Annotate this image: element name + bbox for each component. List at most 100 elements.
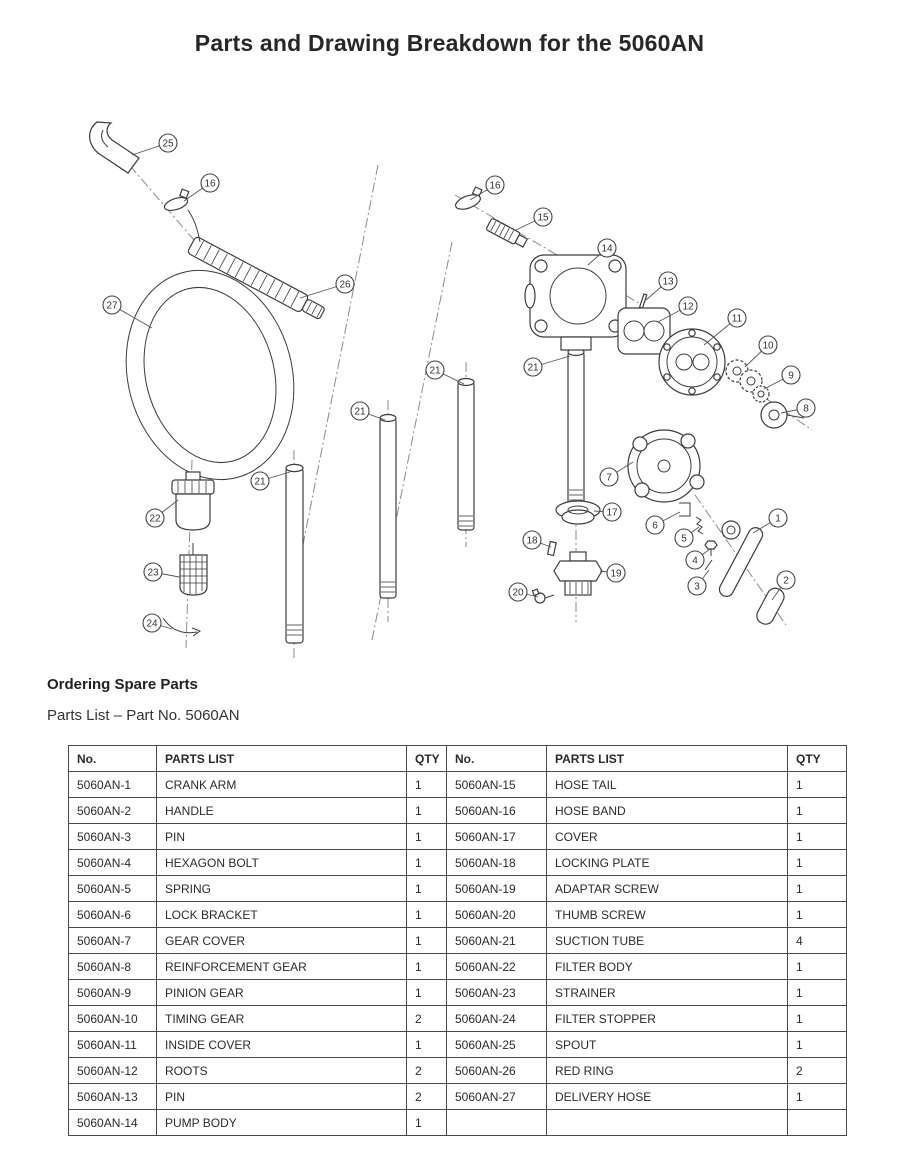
gear-cover-part bbox=[627, 429, 705, 503]
table-cell: RED RING bbox=[546, 1057, 788, 1084]
callout-number: 13 bbox=[662, 277, 674, 288]
delivery-hose-loop-part bbox=[125, 269, 295, 481]
hexagon-bolt-part bbox=[704, 540, 718, 556]
callout-number: 21 bbox=[429, 366, 441, 377]
callout-bubble bbox=[776, 570, 796, 590]
table-cell: 1 bbox=[406, 979, 447, 1006]
callout-bubble bbox=[335, 274, 355, 294]
table-cell: 1 bbox=[787, 953, 847, 980]
table-cell: 5060AN-13 bbox=[68, 1083, 157, 1110]
callout-bubble bbox=[658, 271, 678, 291]
callout-bubble bbox=[768, 508, 788, 528]
callout-21: 21 bbox=[425, 360, 445, 380]
callout-number: 5 bbox=[681, 534, 687, 545]
cover-part bbox=[555, 500, 601, 525]
table-cell: 5060AN-16 bbox=[446, 797, 547, 824]
hose-band-right-part bbox=[455, 186, 483, 210]
callout-bubble bbox=[142, 613, 162, 633]
callout-bubble bbox=[143, 562, 163, 582]
table-cell bbox=[446, 1109, 547, 1136]
table-cell: 5060AN-15 bbox=[446, 771, 547, 798]
callout-19: 19 bbox=[606, 563, 626, 583]
callout-bubble bbox=[796, 398, 816, 418]
callout-11: 11 bbox=[727, 308, 747, 328]
callout-bubble bbox=[200, 173, 220, 193]
callout-23: 23 bbox=[143, 562, 163, 582]
table-cell: 5060AN-14 bbox=[68, 1109, 157, 1136]
suction-tube-a-part bbox=[285, 463, 304, 644]
callout-number: 27 bbox=[106, 301, 118, 312]
table-cell: 5060AN-2 bbox=[68, 797, 157, 824]
callout-number: 22 bbox=[149, 514, 161, 525]
table-cell: 5060AN-8 bbox=[68, 953, 157, 980]
lock-bracket-part bbox=[679, 502, 691, 517]
table-cell: HOSE TAIL bbox=[546, 771, 788, 798]
callout-bubble bbox=[645, 515, 665, 535]
callout-number: 14 bbox=[601, 244, 613, 255]
header-no-left: No. bbox=[68, 745, 157, 772]
table-cell: HOSE BAND bbox=[546, 797, 788, 824]
callout-bubble bbox=[522, 530, 542, 550]
table-cell: 1 bbox=[787, 1083, 847, 1110]
table-cell: 4 bbox=[787, 927, 847, 954]
callout-bubble bbox=[145, 508, 165, 528]
header-qty-right: QTY bbox=[787, 745, 847, 772]
callout-number: 3 bbox=[694, 582, 700, 593]
suction-tube-c-part bbox=[457, 377, 475, 531]
table-cell: 5060AN-12 bbox=[68, 1057, 157, 1084]
table-cell: THUMB SCREW bbox=[546, 901, 788, 928]
callout-1: 1 bbox=[768, 508, 788, 528]
table-cell: 5060AN-27 bbox=[446, 1083, 547, 1110]
table-cell: 1 bbox=[787, 797, 847, 824]
table-cell: 2 bbox=[787, 1057, 847, 1084]
table-cell: 1 bbox=[787, 1031, 847, 1058]
table-cell: 5060AN-19 bbox=[446, 875, 547, 902]
callout-number: 19 bbox=[610, 569, 622, 580]
table-cell: CRANK ARM bbox=[156, 771, 407, 798]
callout-bubble bbox=[599, 467, 619, 487]
callout-bubble bbox=[727, 308, 747, 328]
parts-list-subheading: Parts List – Part No. 5060AN bbox=[47, 707, 240, 724]
callout-bubble bbox=[485, 175, 505, 195]
table-cell bbox=[787, 1109, 847, 1136]
callout-13: 13 bbox=[658, 271, 678, 291]
table-cell: 1 bbox=[406, 927, 447, 954]
table-cell: 5060AN-1 bbox=[68, 771, 157, 798]
callout-26: 26 bbox=[335, 274, 355, 294]
callout-number: 18 bbox=[526, 536, 538, 547]
table-cell: PIN bbox=[156, 823, 407, 850]
callout-5: 5 bbox=[674, 528, 694, 548]
table-cell: 1 bbox=[787, 901, 847, 928]
table-cell: 5060AN-25 bbox=[446, 1031, 547, 1058]
header-parts-left: PARTS LIST bbox=[156, 745, 407, 772]
callout-3: 3 bbox=[687, 576, 707, 596]
callout-12: 12 bbox=[678, 296, 698, 316]
table-cell: LOCK BRACKET bbox=[156, 901, 407, 928]
table-cell: 1 bbox=[787, 875, 847, 902]
table-cell: 1 bbox=[406, 849, 447, 876]
callout-number: 6 bbox=[652, 521, 658, 532]
callout-bubble bbox=[523, 357, 543, 377]
callout-bubble bbox=[781, 365, 801, 385]
callout-6: 6 bbox=[645, 515, 665, 535]
table-header-row: No. PARTS LIST QTY No. PARTS LIST QTY bbox=[68, 745, 847, 772]
table-cell: 5060AN-5 bbox=[68, 875, 157, 902]
table-cell: 5060AN-7 bbox=[68, 927, 157, 954]
callout-20: 20 bbox=[508, 582, 528, 602]
callout-number: 16 bbox=[204, 179, 216, 190]
spout-part bbox=[89, 121, 140, 174]
reinforcement-gear-part bbox=[760, 401, 805, 429]
callout-21: 21 bbox=[350, 401, 370, 421]
callout-17: 17 bbox=[602, 502, 622, 522]
table-cell: 5060AN-24 bbox=[446, 1005, 547, 1032]
callout-bubble bbox=[678, 296, 698, 316]
table-cell: REINFORCEMENT GEAR bbox=[156, 953, 407, 980]
callout-number: 21 bbox=[354, 407, 366, 418]
